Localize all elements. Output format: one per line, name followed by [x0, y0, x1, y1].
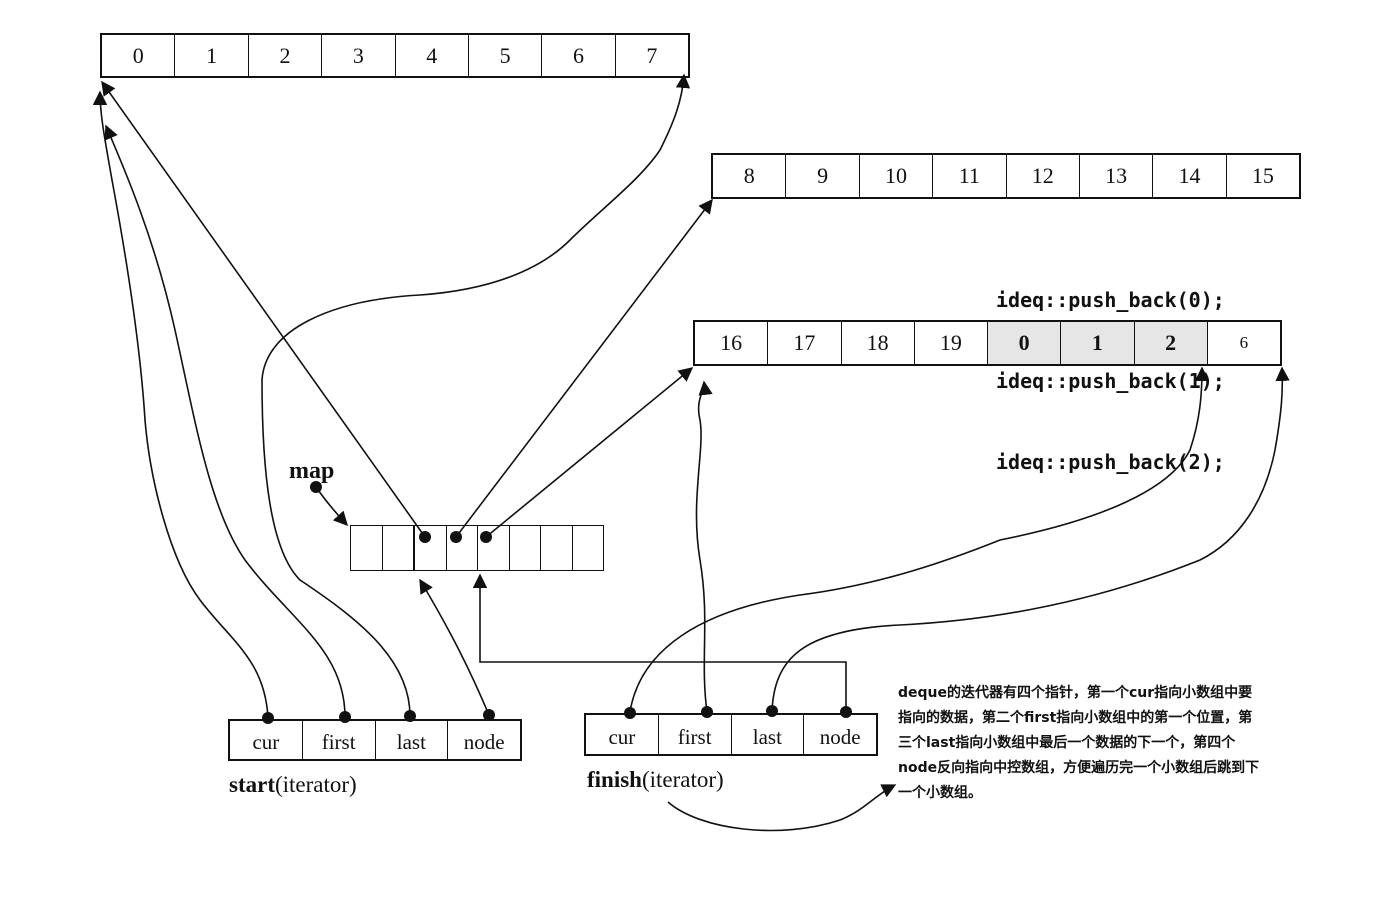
finish-first-dot: [701, 706, 713, 718]
map-slot-to-top-buffer: [101, 80, 426, 538]
map-control-array: [350, 525, 604, 571]
map-slot: [478, 526, 510, 570]
buffer-cell: 5: [469, 35, 543, 76]
finish-node-dot: [840, 706, 852, 718]
buffer-cell: 19: [915, 322, 988, 364]
iterator-field-cur: cur: [230, 721, 303, 759]
iterator-field-cur: cur: [586, 715, 659, 754]
map-slot: [447, 526, 478, 570]
finish-cur-arrow: [629, 366, 1210, 713]
explanation-note: deque的迭代器有四个指针，第一个cur指向小数组中要指向的数据，第二个fir…: [898, 685, 1260, 801]
start-iterator-box: cur first last node: [228, 719, 522, 761]
buffer-cell-pushed: 1: [1061, 322, 1135, 364]
code-line: ideq::push_back(0);: [996, 288, 1225, 312]
buffer-cell: 4: [396, 35, 469, 76]
start-first-dot: [339, 711, 351, 723]
iterator-field-node: node: [819, 725, 861, 749]
iterator-field-first: first: [659, 715, 732, 754]
iterator-field-first: first: [303, 721, 376, 759]
buffer-cell: 13: [1080, 155, 1154, 197]
start-cur-arrow: [92, 90, 269, 719]
buffer-cell: 15: [1251, 163, 1274, 188]
buffer-cell: 18: [842, 322, 915, 364]
map-slot-dot: [480, 531, 492, 543]
buffer-cell: 14: [1153, 155, 1227, 197]
start-last-arrow: [261, 73, 691, 717]
buffer-cell-pushed: 2: [1134, 322, 1208, 364]
buffer-cell: 6: [1239, 333, 1249, 352]
start-node-arrow: [419, 578, 490, 716]
finish-node-arrow: [472, 573, 847, 712]
buffer-array-middle: 8 9 10 11 12 13 14 15: [711, 153, 1301, 199]
buffer-cell: 9: [786, 155, 860, 197]
buffer-cell: 6: [542, 35, 616, 76]
buffer-cell: 11: [933, 155, 1007, 197]
map-label: map: [289, 458, 335, 484]
buffer-array-top: 0 1 2 3 4 5 6 7: [100, 33, 690, 78]
finish-cur-dot: [624, 707, 636, 719]
buffer-cell: 10: [860, 155, 934, 197]
finish-iterator-label: finish(iterator): [587, 767, 724, 792]
start-node-dot: [483, 709, 495, 721]
map-slot: [510, 526, 541, 570]
buffer-cell: 7: [646, 42, 658, 68]
start-first-arrow: [104, 124, 346, 718]
buffer-cell: 12: [1007, 155, 1080, 197]
buffer-array-bottom: 16 17 18 19 0 1 2 6: [693, 320, 1282, 366]
map-slot-to-bottom-buffer: [485, 367, 694, 538]
finish-first-arrow: [695, 380, 713, 713]
buffer-cell-pushed: 0: [988, 322, 1062, 364]
iterator-field-last: last: [376, 721, 449, 759]
finish-iterator-box: cur first last node: [584, 713, 878, 756]
buffer-cell: 2: [249, 35, 323, 76]
start-last-dot: [404, 710, 416, 722]
buffer-cell: 1: [175, 35, 249, 76]
finish-last-arrow: [771, 366, 1290, 711]
iterator-field-last: last: [732, 715, 805, 754]
map-slot-dot: [450, 531, 462, 543]
buffer-cell: 16: [695, 322, 769, 364]
start-cur-dot: [262, 712, 274, 724]
note-arrow: [667, 784, 897, 832]
iterator-field-node: node: [463, 730, 505, 754]
map-slot: [541, 526, 573, 570]
map-slot: [351, 526, 383, 570]
buffer-cell: 8: [713, 155, 787, 197]
map-slot: [414, 526, 447, 570]
push-back-code: ideq::push_back(0); ideq::push_back(1); …: [996, 233, 1225, 530]
finish-last-dot: [766, 705, 778, 717]
map-arrow: [315, 486, 348, 527]
map-slot-dot: [419, 531, 431, 543]
buffer-cell: 3: [322, 35, 396, 76]
code-line: ideq::push_back(2);: [996, 450, 1225, 474]
start-iterator-label: start(iterator): [229, 772, 357, 797]
buffer-cell: 0: [102, 35, 176, 76]
code-line: ideq::push_back(1);: [996, 369, 1225, 393]
map-slot-to-middle-buffer: [455, 198, 713, 538]
buffer-cell: 17: [768, 322, 842, 364]
map-dot: [310, 481, 322, 493]
map-slot: [383, 526, 414, 570]
